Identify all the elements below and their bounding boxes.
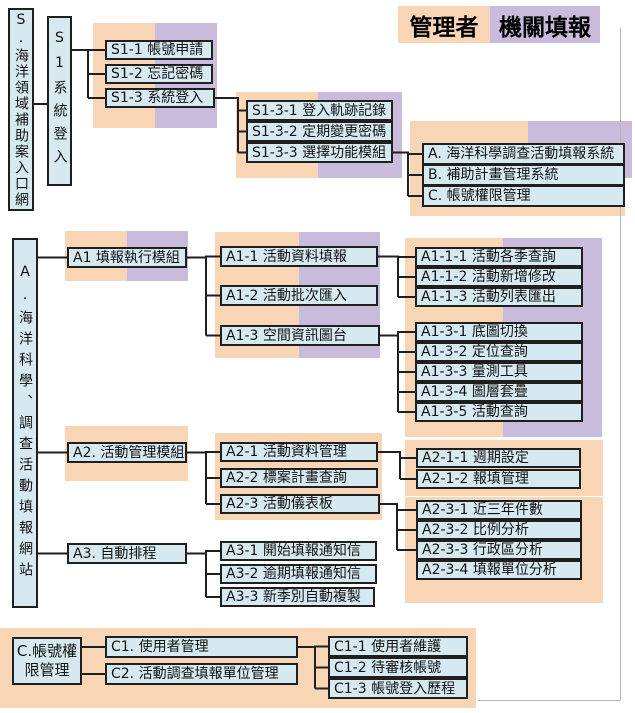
node-a1-3-1: A1-3-1 底圖切換: [415, 322, 583, 342]
node-c2: C2. 活動調查填報單位管理: [105, 663, 298, 685]
node-a2-2: A2-2 標案計畫查詢: [220, 468, 378, 488]
node-a2-1-1: A2-1-1 週期設定: [416, 448, 581, 468]
node-s1-3: S1-3 系統登入: [105, 88, 215, 108]
node-a1-3-3: A1-3-3 量測工具: [415, 362, 583, 382]
node-a2-3-4: A2-3-4 填報單位分析: [416, 560, 582, 580]
node-a3-3: A3-3 新季別自動複製: [220, 587, 375, 607]
node-a2-1: A2-1 活動資料管理: [220, 442, 378, 462]
node-a3-1: A3-1 開始填報通知信: [220, 541, 377, 561]
node-s: S.海洋領域補助案入口網: [8, 8, 34, 211]
legend-agency: 機關填報: [490, 6, 600, 43]
node-s1-3-2: S1-3-2 定期變更密碼: [246, 121, 393, 142]
node-s1-2: S1-2 忘記密碼: [105, 64, 213, 84]
node-a2-1-2: A2-1-2 報填管理: [416, 469, 581, 489]
page-guide-lines: [478, 28, 621, 701]
node-a1: A1 填報執行模組: [67, 247, 187, 268]
node-a2-3-3: A2-3-3 行政區分析: [416, 540, 582, 560]
node-a3-2: A3-2 逾期填報通知信: [220, 564, 377, 584]
node-a1-3: A1-3 空間資訊圖台: [220, 325, 380, 346]
node-a1-1-3: A1-1-3 活動列表匯出: [415, 287, 583, 307]
legend-admin: 管理者: [398, 6, 490, 43]
node-a1-3-2: A1-3-2 定位查詢: [415, 342, 583, 362]
node-c1: C1. 使用者管理: [105, 636, 298, 658]
node-module-c: C. 帳號權限管理: [422, 185, 625, 207]
node-c1-3: C1-3 帳號登入歷程: [328, 678, 468, 699]
node-c1-2: C1-2 待審核帳號: [328, 657, 468, 678]
legend-agency-label: 機關填報: [499, 14, 591, 41]
node-a2-3-1: A2-3-1 近三年件數: [416, 500, 582, 520]
node-a1-3-5: A1-3-5 活動查詢: [415, 402, 583, 422]
node-a1-3-4: A1-3-4 圖層套疊: [415, 382, 583, 402]
node-s1-1: S1-1 帳號申請: [105, 40, 213, 60]
node-a2-3-2: A2-3-2 比例分析: [416, 520, 582, 540]
node-a1-1: A1-1 活動資料填報: [220, 246, 378, 267]
node-a1-1-1: A1-1-1 活動各季查詢: [415, 247, 583, 267]
node-a2-3: A2-3 活動儀表板: [220, 494, 380, 514]
legend-admin-label: 管理者: [409, 14, 479, 41]
node-a1-2: A1-2 活動批次匯入: [220, 285, 378, 306]
node-module-a: A. 海洋科學調查活動填報系統: [422, 143, 625, 165]
node-a1-1-2: A1-1-2 活動新增修改: [415, 267, 583, 287]
node-s1-3-1: S1-3-1 登入軌跡記錄: [246, 100, 393, 121]
node-module-b: B. 補助計畫管理系統: [422, 164, 625, 186]
node-s1: S1系統登入: [47, 16, 72, 186]
node-c: C.帳號權限管理: [12, 637, 82, 685]
node-a: A.海洋科學、調查活動填報網站: [12, 238, 38, 608]
node-a3: A3. 自動排程: [67, 543, 187, 564]
node-c1-1: C1-1 使用者維護: [328, 636, 468, 657]
node-s1-3-3: S1-3-3 選擇功能模組: [246, 142, 393, 163]
node-a2: A2. 活動管理模組: [67, 442, 187, 463]
